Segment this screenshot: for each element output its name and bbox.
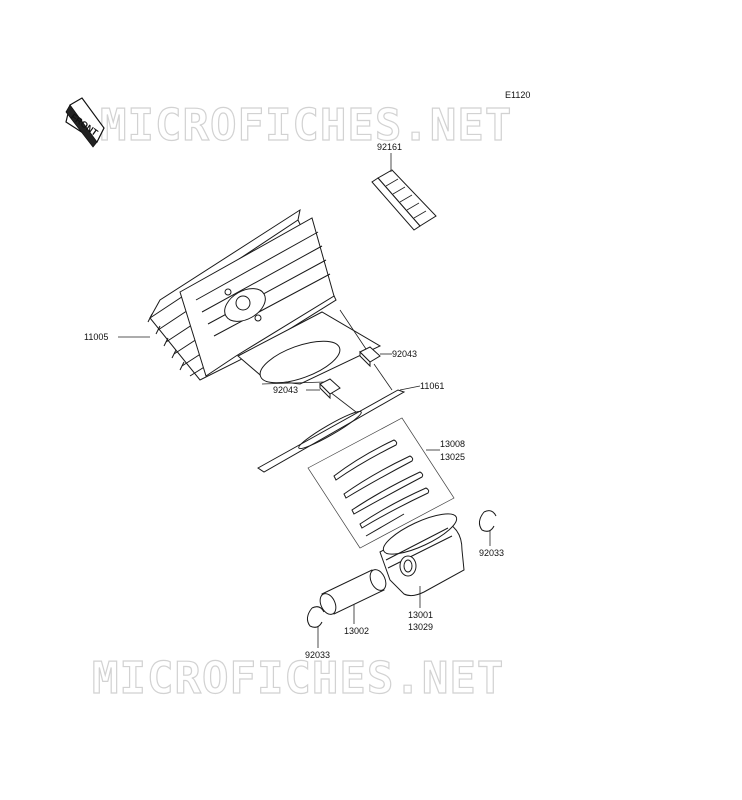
diagram-code: E1120: [505, 90, 530, 100]
watermark-bottom: MICROFICHES.NET: [92, 653, 504, 704]
label-92033-right[interactable]: 92033: [479, 548, 504, 558]
guide-line-d: [329, 391, 357, 413]
label-11005[interactable]: 11005: [84, 332, 108, 342]
label-13025[interactable]: 13025: [440, 452, 465, 462]
part-92043-dowel-lower[interactable]: [319, 378, 341, 400]
label-13002[interactable]: 13002: [344, 626, 369, 636]
label-92161[interactable]: 92161: [377, 142, 402, 152]
label-92033-left[interactable]: 92033: [305, 650, 330, 660]
guide-line-c: [261, 381, 325, 385]
watermark-top: MICROFICHES.NET: [100, 100, 512, 151]
part-92043-dowel-upper[interactable]: [359, 346, 381, 368]
part-11061-gasket[interactable]: [257, 389, 406, 473]
label-11061[interactable]: 11061: [420, 381, 444, 391]
front-arrow-icon: FRONT: [65, 97, 105, 148]
part-13001-piston[interactable]: [379, 506, 465, 597]
label-92043-upper[interactable]: 92043: [392, 349, 417, 359]
part-92161-grommet-strip[interactable]: [371, 169, 437, 231]
leader-11061: [399, 385, 421, 391]
part-13008-piston-rings[interactable]: [307, 417, 455, 549]
part-11005-cylinder[interactable]: [147, 208, 382, 391]
label-13029[interactable]: 13029: [408, 622, 433, 632]
guide-line-b: [373, 363, 393, 391]
label-13008[interactable]: 13008: [440, 439, 465, 449]
guide-line-a: [339, 309, 369, 353]
label-13001[interactable]: 13001: [408, 610, 433, 620]
part-92033-snap-ring-right[interactable]: [478, 510, 497, 532]
part-13002-piston-pin[interactable]: [317, 567, 389, 617]
part-92033-snap-ring-left[interactable]: [306, 606, 325, 628]
label-92043-lower[interactable]: 92043: [273, 385, 298, 395]
